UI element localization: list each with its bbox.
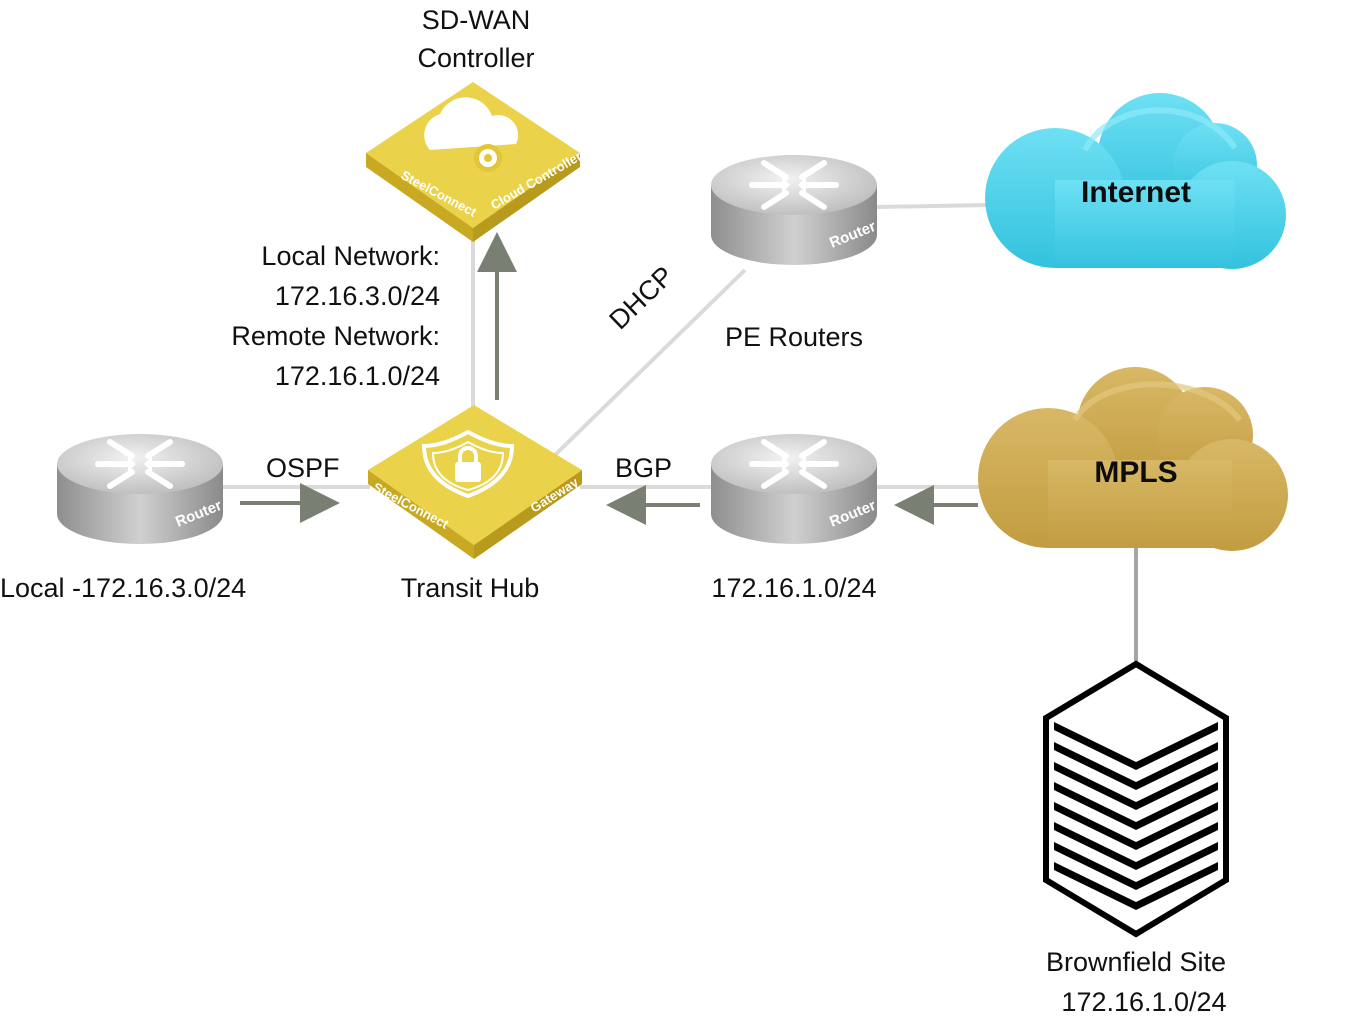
- mpls-cloud-icon[interactable]: [978, 367, 1288, 551]
- link-pe-top-internet: [875, 203, 991, 209]
- brownfield-subnet-label: 172.16.1.0/24: [1061, 987, 1227, 1017]
- gateway-device[interactable]: SteelConnect Gateway: [368, 405, 582, 559]
- local-network-title: Local Network:: [261, 241, 440, 271]
- server-slab: [1054, 862, 1218, 910]
- brownfield-site-label: Brownfield Site: [1045, 947, 1227, 977]
- cloud-controller-device[interactable]: SteelConnect Cloud Controller: [366, 82, 584, 242]
- server-slab: [1054, 722, 1218, 770]
- pe-router-top[interactable]: Router: [711, 155, 878, 265]
- server-slabs: [1054, 722, 1218, 910]
- server-slab: [1054, 842, 1218, 890]
- pe-router-bottom[interactable]: Router: [711, 434, 878, 544]
- server-slab: [1054, 762, 1218, 810]
- server-slab: [1054, 802, 1218, 850]
- controller-title-line1: SD-WAN: [421, 5, 531, 35]
- pe-bottom-label: 172.16.1.0/24: [711, 573, 877, 603]
- internet-label: Internet: [1080, 176, 1191, 209]
- link-hub-pe-top: [553, 268, 747, 457]
- server-slab: [1054, 782, 1218, 830]
- local-router[interactable]: Router: [57, 434, 224, 544]
- local-network-value: 172.16.3.0/24: [274, 281, 440, 311]
- server-slab: [1054, 742, 1218, 790]
- transit-hub-label: Transit Hub: [400, 573, 540, 603]
- internet-cloud-icon[interactable]: [985, 93, 1286, 269]
- mpls-label: MPLS: [1094, 456, 1178, 489]
- cloud-gear-icon: [424, 97, 519, 172]
- pe-routers-label: PE Routers: [724, 322, 864, 352]
- remote-network-title: Remote Network:: [231, 321, 440, 351]
- local-router-label: Local -172.16.3.0/24: [0, 573, 247, 603]
- bgp-label: BGP: [615, 453, 673, 483]
- controller-title-line2: Controller: [417, 43, 535, 73]
- shield-lock-icon: [421, 429, 515, 499]
- remote-network-value: 172.16.1.0/24: [274, 361, 440, 391]
- ospf-label: OSPF: [266, 453, 340, 483]
- server-slab: [1054, 822, 1218, 870]
- server-rack-icon[interactable]: [1043, 660, 1229, 938]
